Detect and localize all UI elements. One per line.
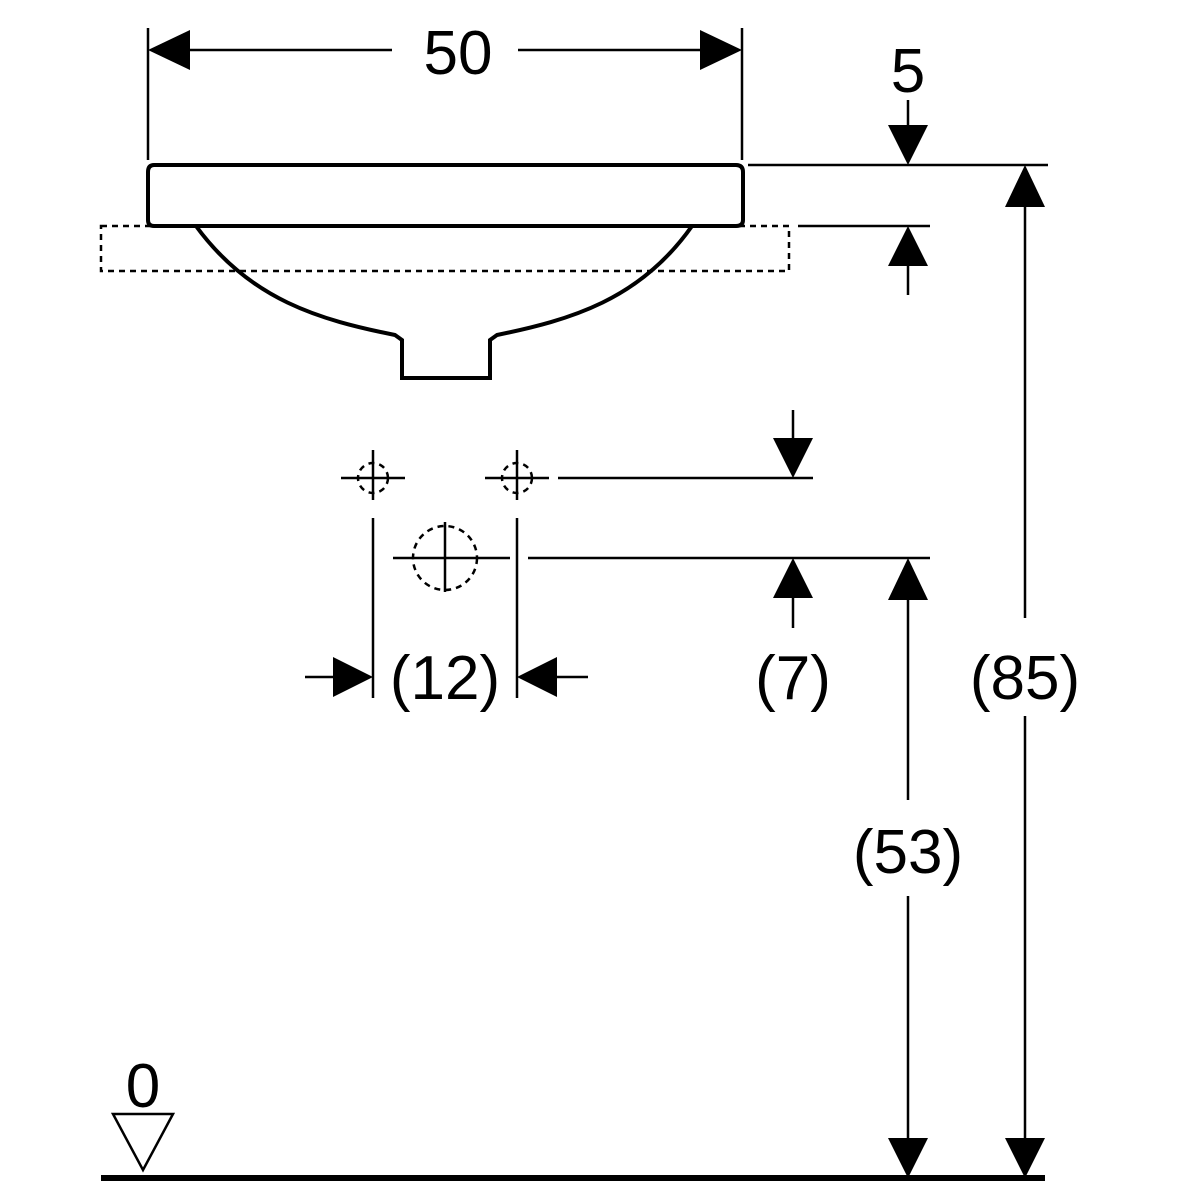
tap-hole-left xyxy=(341,450,405,500)
basin xyxy=(99,163,791,380)
rim-thickness-dimension: 5 xyxy=(748,37,1048,295)
countertop-outline xyxy=(99,224,791,273)
floor-reference: 0 xyxy=(101,1052,1045,1181)
total-height-dimension: (85) xyxy=(970,165,1080,1178)
tap-hole-right xyxy=(485,450,549,500)
basin-bowl xyxy=(194,224,694,380)
tap-spacing-label: (12) xyxy=(390,644,500,713)
tap-offset-label: (7) xyxy=(755,644,831,713)
rim-thickness-label: 5 xyxy=(891,37,925,106)
tap-spacing-dimension: (12) xyxy=(305,518,588,713)
floor-level-label: 0 xyxy=(126,1052,160,1121)
total-height-label: (85) xyxy=(970,644,1080,713)
basin-rim xyxy=(146,163,745,228)
drain-height-dimension: (53) xyxy=(853,558,963,1178)
tap-offset-dimension: (7) xyxy=(528,410,930,713)
drain-height-label: (53) xyxy=(853,818,963,887)
width-label: 50 xyxy=(424,19,493,88)
tap-holes xyxy=(341,450,549,592)
drain-position xyxy=(393,522,510,592)
width-dimension: 50 xyxy=(146,19,744,160)
level-marker-icon xyxy=(110,1112,176,1173)
